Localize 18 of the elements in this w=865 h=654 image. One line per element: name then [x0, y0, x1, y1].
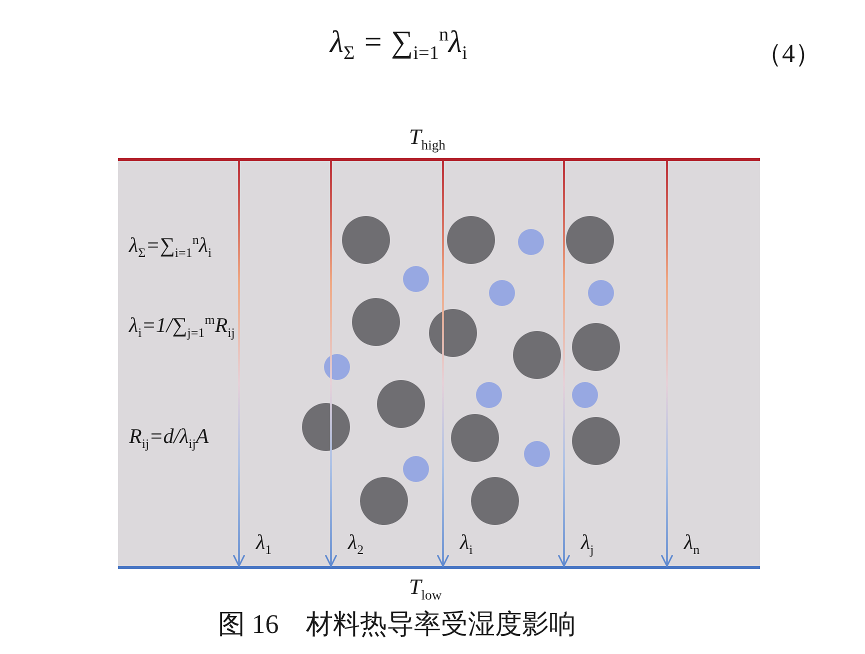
- edge-label: λ$_{1}$: [256, 530, 272, 558]
- edge-label: λ$_{j}$: [581, 530, 594, 558]
- edge-label: λ$_{n}$: [684, 530, 700, 558]
- formula: λ$_{Σ}$=∑$_{i=1}$$^{n}$λ$_{i}$: [129, 232, 212, 262]
- heat-flow-arrow: [436, 161, 450, 567]
- formula: R$_{ij}$=d/λ$_{ij}$A: [129, 424, 209, 452]
- equation-number: （4）: [756, 38, 821, 70]
- edge-label: λ$_{2}$: [348, 530, 364, 558]
- equation: λ$_{Σ}$ = ∑$_{i=1}$$^{n}$λ$_{i}$: [330, 24, 468, 66]
- heat-flow-arrow: [232, 161, 246, 567]
- heat-flow-arrow: [558, 161, 570, 567]
- temperature-label: T$_{low}$: [409, 574, 442, 604]
- figure-caption: 图 16 材料热导率受湿度影响: [218, 608, 576, 641]
- temperature-label: T$_{high}$: [409, 124, 446, 154]
- heat-flow-arrow: [660, 161, 674, 567]
- formula: λ$_{i}$=1/∑$_{j=1}$$^{m}$R$_{ij}$: [129, 312, 235, 342]
- edge-label: λ$_{i}$: [460, 530, 473, 558]
- heat-flow-arrow: [324, 161, 338, 567]
